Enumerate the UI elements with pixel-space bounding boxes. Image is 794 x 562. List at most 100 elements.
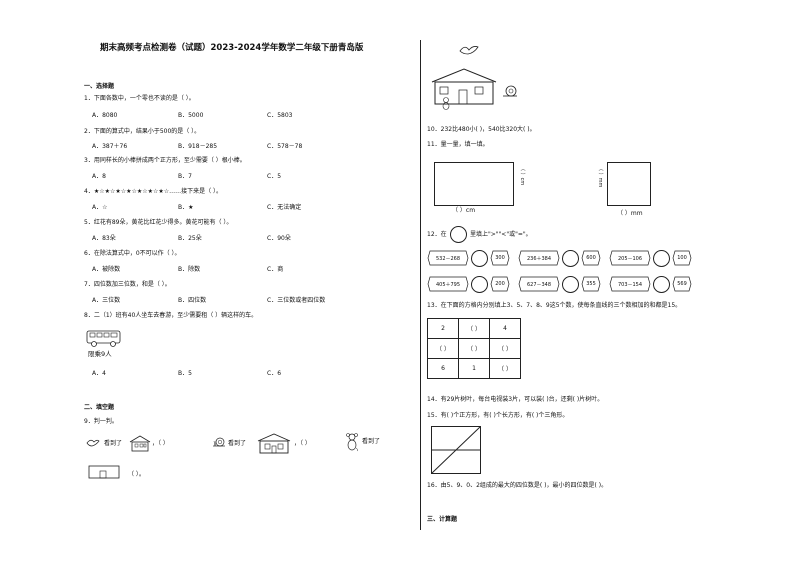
snail-icon: [503, 85, 517, 97]
column-divider: [420, 40, 421, 530]
number-label: 600: [581, 250, 601, 266]
grid-cell[interactable]: 1: [458, 358, 490, 379]
q7-option-a: A．三位数: [92, 297, 121, 304]
question-9-stem: 9．判一判。: [84, 418, 118, 425]
question-14: 14．有29片树叶，每台电视装3片，可以装( )台，还剩( )片树叶。: [427, 396, 604, 403]
expression-label: 703－154: [609, 276, 651, 292]
mouse-icon: [346, 433, 359, 452]
bird-icon: [459, 46, 479, 55]
section-heading-fill: 二、填空题: [84, 404, 115, 411]
grid-cell[interactable]: （ ）: [489, 358, 521, 379]
q3-option-a: A．8: [92, 173, 106, 180]
question-16: 16．由5、9、0、2组成的最大的四位数是( )，最小的四位数是( )。: [427, 482, 608, 489]
expression-label: 627－348: [518, 276, 560, 292]
question-6-stem: 6．在除法算式中，0不可以作（ ）。: [84, 250, 181, 257]
compare-circle[interactable]: [562, 276, 579, 293]
q4-option-c: C．无法确定: [267, 204, 302, 211]
grid-cell[interactable]: 4: [489, 318, 521, 339]
mouse-icon: [442, 97, 450, 110]
q9-seen-1: 看到了: [104, 440, 123, 447]
expression-label: 236＋384: [518, 250, 560, 266]
q9-seen-2: 看到了: [228, 440, 247, 447]
grid-cell[interactable]: （ ）: [458, 338, 490, 359]
question-13-stem: 13．在下面的方格内分别填上3、5、7、8、9这5个数，使每条直线的三个数相加的…: [427, 302, 682, 309]
q1-option-a: A．8080: [92, 112, 118, 119]
q6-option-a: A．被除数: [92, 266, 121, 273]
grid-cell[interactable]: 6: [427, 358, 459, 379]
question-12-stem-b: 里填上">""<"或"="。: [470, 231, 532, 238]
q7-option-c: C．三位数或者四位数: [267, 297, 326, 304]
q2-option-c: C．578－78: [267, 143, 303, 150]
house-icon: [431, 68, 497, 105]
q9-answer-2: ，（ ）: [294, 440, 311, 447]
q6-option-b: B．除数: [178, 266, 201, 273]
question-7-stem: 7．四位数加三位数，和是（ ）。: [84, 281, 171, 288]
grid-cell[interactable]: （ ）: [489, 338, 521, 359]
compare-circle-blank: [450, 226, 467, 243]
number-label: 355: [581, 276, 601, 292]
snail-icon: [213, 437, 225, 447]
bus-capacity-label: 限乘9人: [88, 350, 112, 358]
number-label: 300: [490, 250, 510, 266]
q9-answer-3: （ ）。: [128, 471, 145, 478]
q5-option-c: C．90朵: [267, 235, 291, 242]
compare-circle[interactable]: [471, 276, 488, 293]
q9-answer-1: ，（ ）: [152, 440, 169, 447]
q9-seen-3: 看到了: [362, 438, 381, 445]
question-2-stem: 2．下面的算式中，结果小于500的是（ ）。: [84, 128, 201, 135]
q8-option-c: C．6: [267, 370, 282, 377]
q5-option-b: B．25朵: [178, 235, 202, 242]
q4-option-a: A．☆: [92, 204, 108, 211]
rectangle-cm: [434, 162, 514, 206]
number-grid: 2 （ ） 4 （ ） （ ） （ ） 6 1 （ ）: [427, 318, 521, 379]
number-label: 200: [490, 276, 510, 292]
q4-option-b: B．★: [178, 204, 194, 211]
compare-circle[interactable]: [562, 250, 579, 267]
square-mm: [607, 162, 651, 206]
q1-option-c: C．5803: [267, 112, 293, 119]
grid-cell[interactable]: 2: [427, 318, 459, 339]
house-icon: [257, 433, 291, 454]
section-heading-calc: 三、计算题: [427, 516, 458, 523]
number-label: 569: [672, 276, 692, 292]
compare-circle[interactable]: [653, 276, 670, 293]
question-15: 15．有( )个正方形，有( )个长方形，有( )个三角形。: [427, 412, 569, 419]
house-icon: [129, 435, 151, 452]
question-3-stem: 3．用同样长的小棒拼成两个正方形，至少需要（ ）根小棒。: [84, 157, 246, 164]
q8-option-b: B．5: [178, 370, 192, 377]
question-11-stem: 11．量一量，填一填。: [427, 141, 489, 148]
mm-side-answer: （ ）mm: [597, 166, 603, 188]
question-8-stem: 8．二（1）班有40人坐车去春游，至少需要租（ ）辆这样的车。: [84, 312, 258, 319]
expression-label: 532－268: [427, 250, 469, 266]
question-5-stem: 5．红花有89朵，黄花比红花少得多。黄花可能有（ ）。: [84, 219, 233, 226]
mm-bottom-answer: （ ）mm: [617, 210, 643, 217]
question-4-stem: 4．★☆★☆★☆★☆★☆★☆★☆……接下来是（ ）。: [84, 188, 223, 195]
cm-bottom-answer: （ ）cm: [452, 207, 476, 214]
bird-icon: [86, 439, 100, 447]
question-10: 10．232比480小( )，540比320大( )。: [427, 126, 536, 133]
question-12-stem-a: 12．在: [427, 231, 447, 238]
q2-option-b: B．918－285: [178, 143, 218, 150]
q7-option-b: B．四位数: [178, 297, 207, 304]
question-1-stem: 1．下面各数中，一个零也不读的是（ ）。: [84, 95, 195, 102]
q3-option-c: C．5: [267, 173, 282, 180]
q8-option-a: A．4: [92, 370, 106, 377]
number-label: 100: [672, 250, 692, 266]
grid-cell[interactable]: （ ）: [427, 338, 459, 359]
expression-label: 405＋795: [427, 276, 469, 292]
q2-option-a: A．387＋76: [92, 143, 128, 150]
compare-circle[interactable]: [471, 250, 488, 267]
q6-option-c: C．商: [267, 266, 284, 273]
shape-figure: [431, 426, 481, 474]
q1-option-b: B．5000: [178, 112, 204, 119]
section-heading-choice: 一、选择题: [84, 83, 115, 90]
expression-label: 205－106: [609, 250, 651, 266]
grid-cell[interactable]: （ ）: [458, 318, 490, 339]
q5-option-a: A．83朵: [92, 235, 116, 242]
page-title: 期末高频考点检测卷（试题）2023-2024学年数学二年级下册青岛版: [100, 43, 364, 53]
q3-option-b: B．7: [178, 173, 192, 180]
compare-circle[interactable]: [653, 250, 670, 267]
shape-icon: [88, 465, 120, 479]
bus-icon: [86, 330, 121, 347]
cm-side-answer: （ ）cm: [519, 166, 525, 186]
